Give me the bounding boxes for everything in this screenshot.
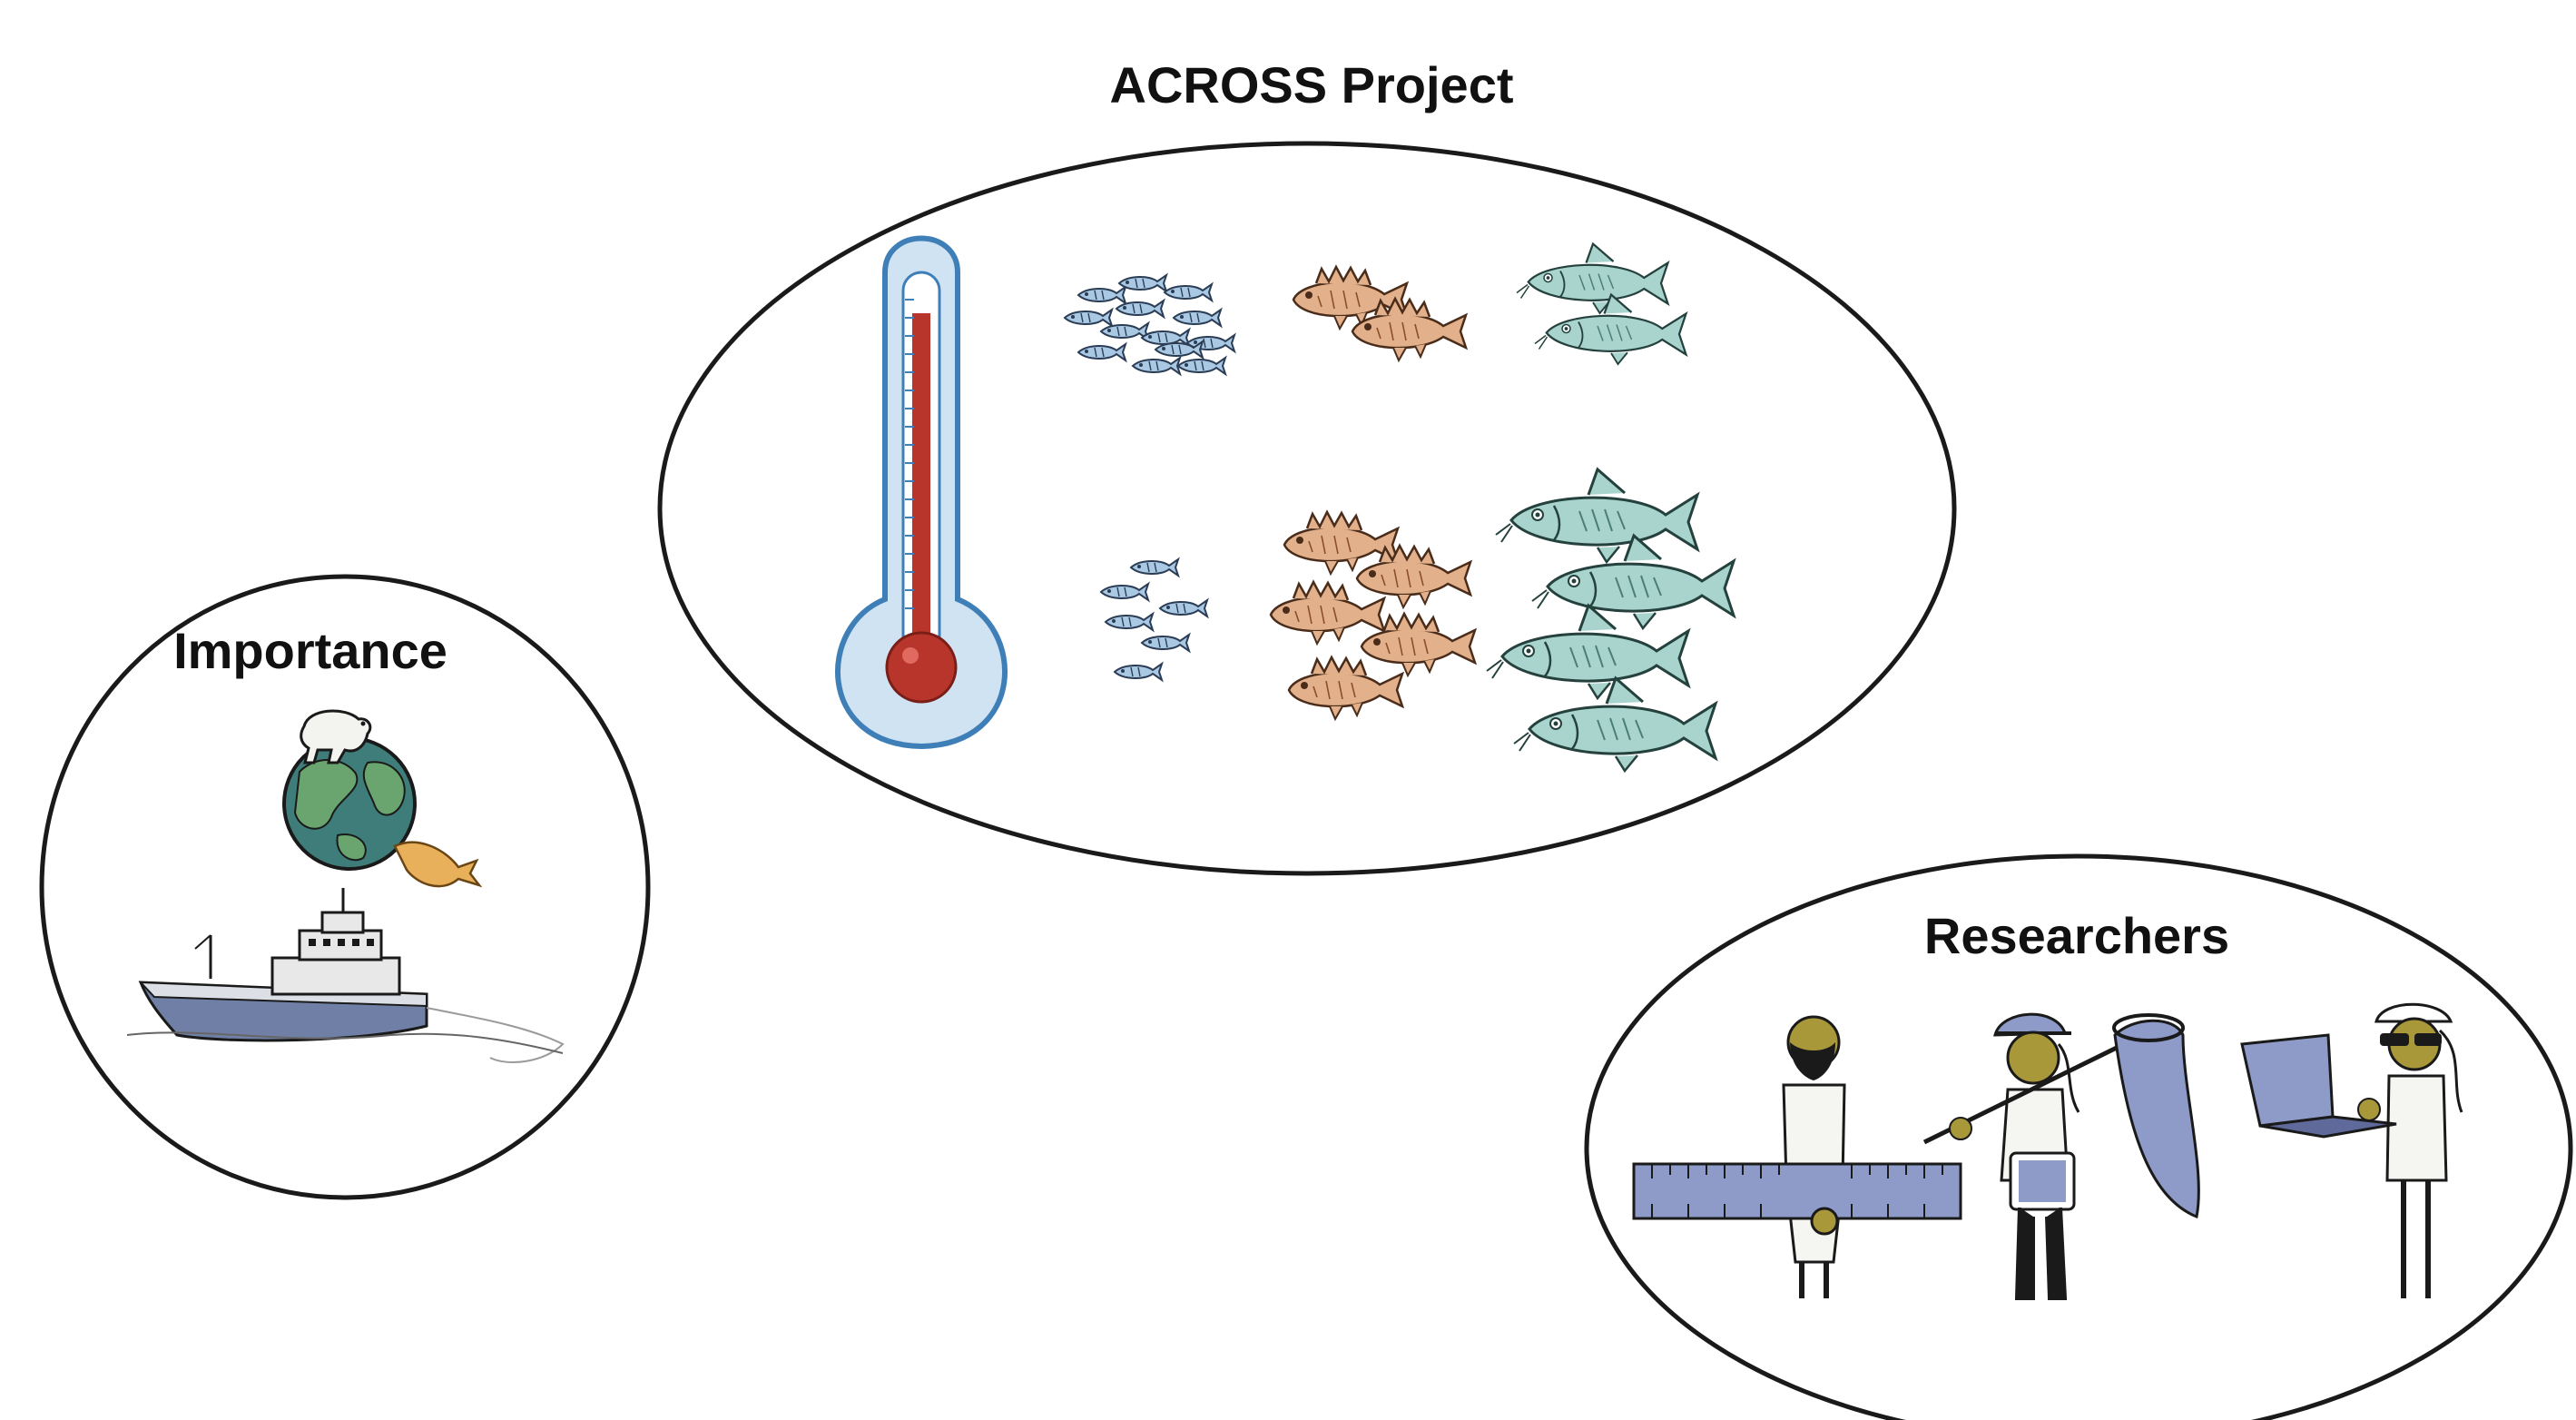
researchers-title: Researchers [1924, 907, 2229, 964]
researcher-ruler-icon [1632, 1015, 1962, 1298]
rockfish-group-top [1292, 265, 1468, 362]
polar-bear-icon [300, 709, 372, 764]
small-fish-school-bottom [1100, 558, 1208, 681]
fishing-vessel-icon [126, 888, 565, 1063]
project-ellipse [657, 141, 1957, 876]
large-fish-group-bottom [1485, 468, 1735, 773]
small-fish-school-top [1064, 274, 1235, 375]
globe-icon [282, 736, 417, 871]
importance-ellipse [39, 574, 651, 1200]
fish-catch-icon [393, 841, 483, 888]
dip-net-icon [2113, 1019, 2200, 1219]
ruler-icon [1632, 1162, 1962, 1220]
researchers-ellipse [1584, 853, 2573, 1420]
researcher-laptop-icon [2240, 1002, 2463, 1298]
thermometer-icon [835, 235, 1008, 750]
large-fish-group-top [1515, 242, 1687, 366]
rockfish-group-bottom [1269, 510, 1477, 721]
project-title: ACROSS Project [1110, 56, 1514, 113]
importance-title: Importance [173, 622, 447, 679]
laptop-icon [2240, 1033, 2335, 1128]
researcher-net-icon [1922, 1012, 2200, 1300]
